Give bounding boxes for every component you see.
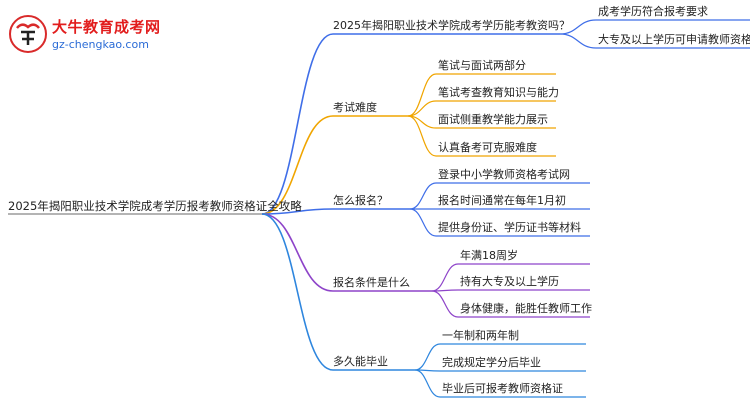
logo-title: 大牛教育成考网 [52,18,161,36]
child-link-2-1 [407,73,437,117]
child-link-5-3 [414,369,441,398]
leaf-2-3[interactable]: 面试侧重教学能力展示 [438,113,548,126]
child-link-4-3 [431,290,459,318]
branch-link-4 [261,213,334,292]
leaf-1-2[interactable]: 大专及以上学历可申请教师资格证 [598,33,750,46]
branch-1[interactable]: 2025年揭阳职业技术学院成考学历能考教资吗？ [333,19,570,32]
child-link-2-2 [407,100,437,117]
branch-link-5 [261,213,334,371]
leaf-4-2[interactable]: 持有大专及以上学历 [460,275,559,288]
branch-link-1 [261,33,334,215]
logo-url: gz-chengkao.com [52,38,149,51]
leaf-5-3[interactable]: 毕业后可报考教师资格证 [442,382,563,395]
child-link-3-3 [409,208,437,237]
leaf-2-4[interactable]: 认真备考可克服难度 [438,141,537,154]
branch-4[interactable]: 报名条件是什么 [333,276,410,289]
leaf-2-2[interactable]: 笔试考查教育知识与能力 [438,86,559,99]
child-link-3-1 [409,182,437,210]
leaf-3-3[interactable]: 提供身份证、学历证书等材料 [438,221,581,234]
site-logo[interactable]: 大牛教育成考网 gz-chengkao.com [8,14,188,58]
branch-3[interactable]: 怎么报名？ [333,194,388,207]
leaf-4-3[interactable]: 身体健康，能胜任教师工作 [460,302,592,315]
leaf-5-2[interactable]: 完成规定学分后毕业 [442,356,541,369]
child-link-2-4 [407,115,437,157]
branch-2[interactable]: 考试难度 [333,101,377,114]
root-topic[interactable]: 2025年揭阳职业技术学院成考学历报考教师资格证全攻略 [8,199,302,213]
branch-link-2 [261,115,334,215]
ox-logo-icon [9,15,47,53]
leaf-3-1[interactable]: 登录中小学教师资格考试网 [438,168,570,181]
child-link-4-1 [431,263,459,292]
mindmap-links [8,19,750,398]
leaf-1-1[interactable]: 成考学历符合报考要求 [598,5,708,18]
leaf-5-1[interactable]: 一年制和两年制 [442,329,519,342]
child-link-5-1 [414,343,441,371]
leaf-3-2[interactable]: 报名时间通常在每年1月初 [438,194,566,207]
branch-5[interactable]: 多久能毕业 [333,355,388,368]
child-link-1-1 [559,19,597,35]
leaf-2-1[interactable]: 笔试与面试两部分 [438,59,526,72]
leaf-4-1[interactable]: 年满18周岁 [460,249,518,262]
child-link-1-2 [559,33,597,49]
branch-link-3 [261,208,334,215]
